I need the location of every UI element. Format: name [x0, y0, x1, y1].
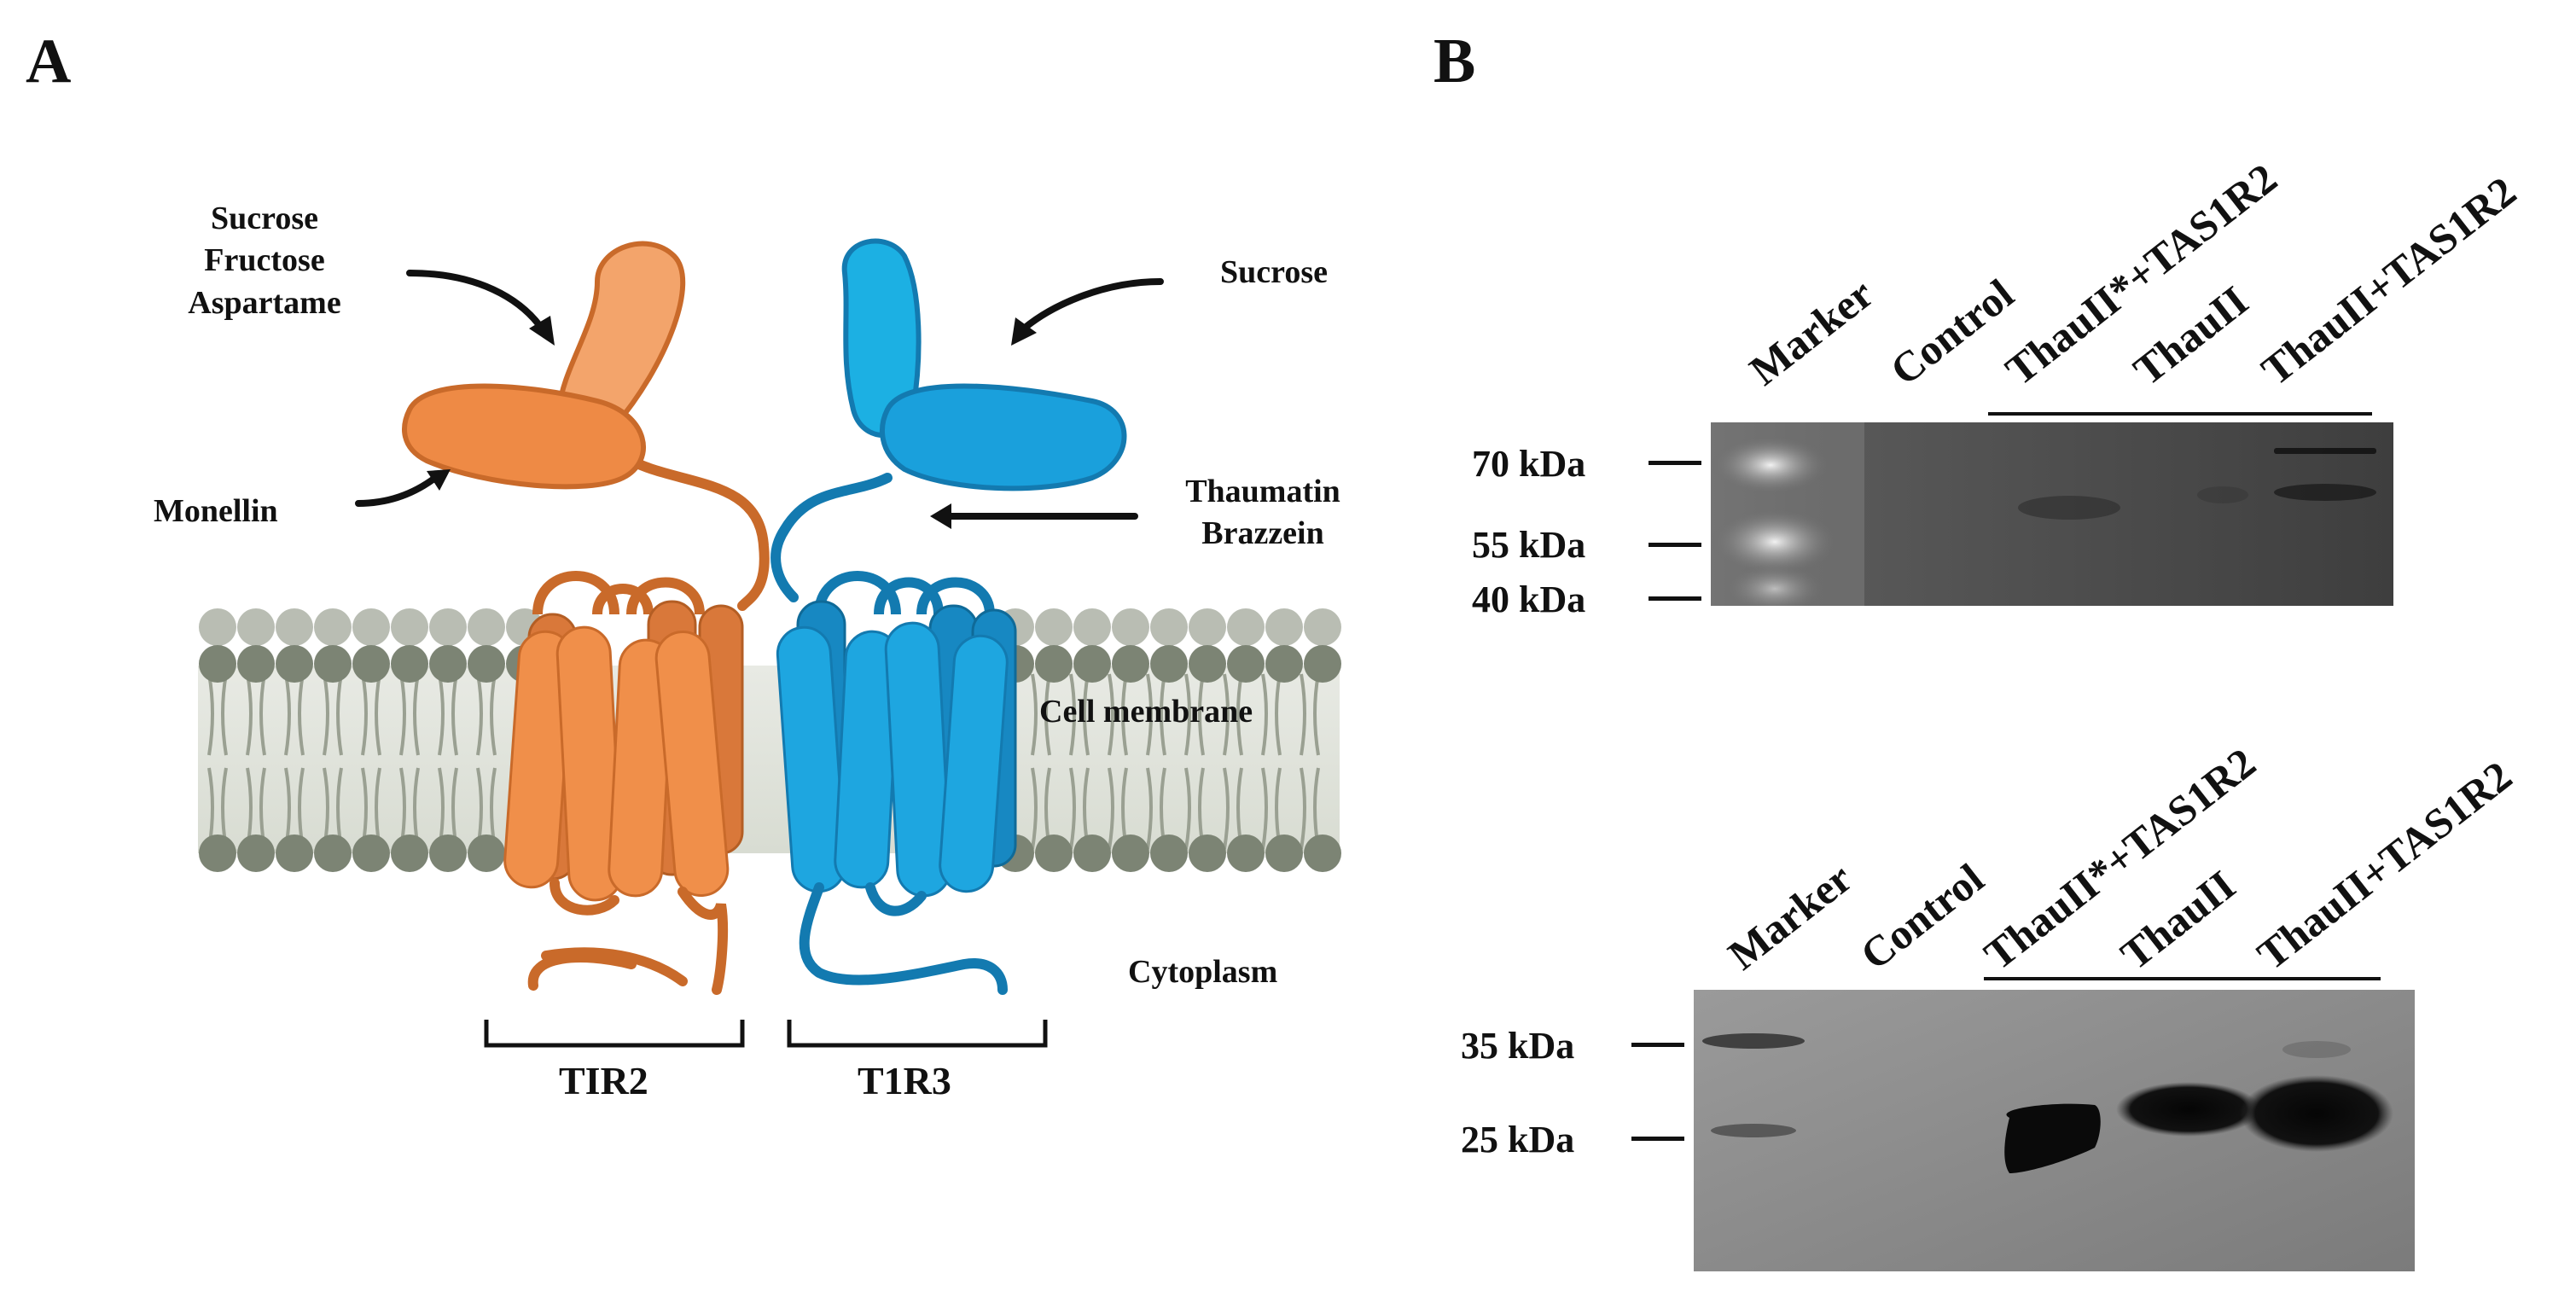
top-marker-70: 70 kDa [1472, 443, 1586, 485]
bottom-lane-group-line [1984, 977, 2381, 980]
ligands-tmd: Thaumatin Brazzein [1169, 471, 1357, 555]
ligand-brazzein: Brazzein [1201, 515, 1324, 552]
bottom-lane-thauii-tas1r2: ThauII+TAS1R2 [2247, 751, 2521, 980]
top-marker-40: 40 kDa [1472, 579, 1586, 620]
bottom-marker-25: 25 kDa [1461, 1119, 1575, 1160]
region-cell-membrane: Cell membrane [1039, 694, 1253, 730]
top-marker-40-tick [1649, 596, 1701, 601]
t1r3-receptor [770, 238, 1127, 995]
ligand-monellin: Monellin [154, 493, 278, 529]
bottom-lane-marker: Marker [1718, 853, 1861, 980]
top-lane-marker: Marker [1740, 269, 1882, 395]
receptor-label-t1r3: T1R3 [858, 1059, 951, 1102]
bottom-marker-35: 35 kDa [1461, 1025, 1575, 1067]
panel-a-label: A [26, 26, 72, 96]
ligand-sucrose-t1r2: Sucrose [211, 201, 318, 236]
top-western-blot [1711, 422, 2393, 606]
top-lane-control: Control [1881, 270, 2022, 395]
bottom-western-blot [1694, 990, 2415, 1271]
ligand-thaumatin: Thaumatin [1185, 474, 1340, 509]
bottom-lane-control: Control [1851, 854, 1992, 980]
top-marker-70-tick [1649, 461, 1701, 465]
panel-b-label: B [1433, 26, 1476, 96]
receptor-diagram [198, 238, 1341, 1048]
top-marker-55-tick [1649, 543, 1701, 547]
ligands-t1r2: Sucrose Fructose Aspartame [171, 198, 358, 324]
ligand-sucrose-t1r3: Sucrose [1220, 254, 1328, 290]
bottom-marker-35-tick [1631, 1043, 1684, 1047]
binding-arrows [355, 270, 1164, 520]
top-lane-group-line [1988, 412, 2372, 416]
receptor-brackets [484, 1020, 1048, 1048]
region-cytoplasm: Cytoplasm [1128, 954, 1278, 990]
receptor-label-t1r2: TIR2 [559, 1059, 648, 1102]
ligand-aspartame: Aspartame [188, 284, 341, 321]
top-lane-thauii-tas1r2: ThauII+TAS1R2 [2252, 166, 2525, 395]
t1r2-receptor [402, 241, 770, 995]
cell-membrane [198, 608, 1341, 872]
bottom-marker-25-tick [1631, 1137, 1684, 1141]
top-marker-55: 55 kDa [1472, 524, 1586, 566]
ligand-fructose: Fructose [204, 242, 325, 279]
